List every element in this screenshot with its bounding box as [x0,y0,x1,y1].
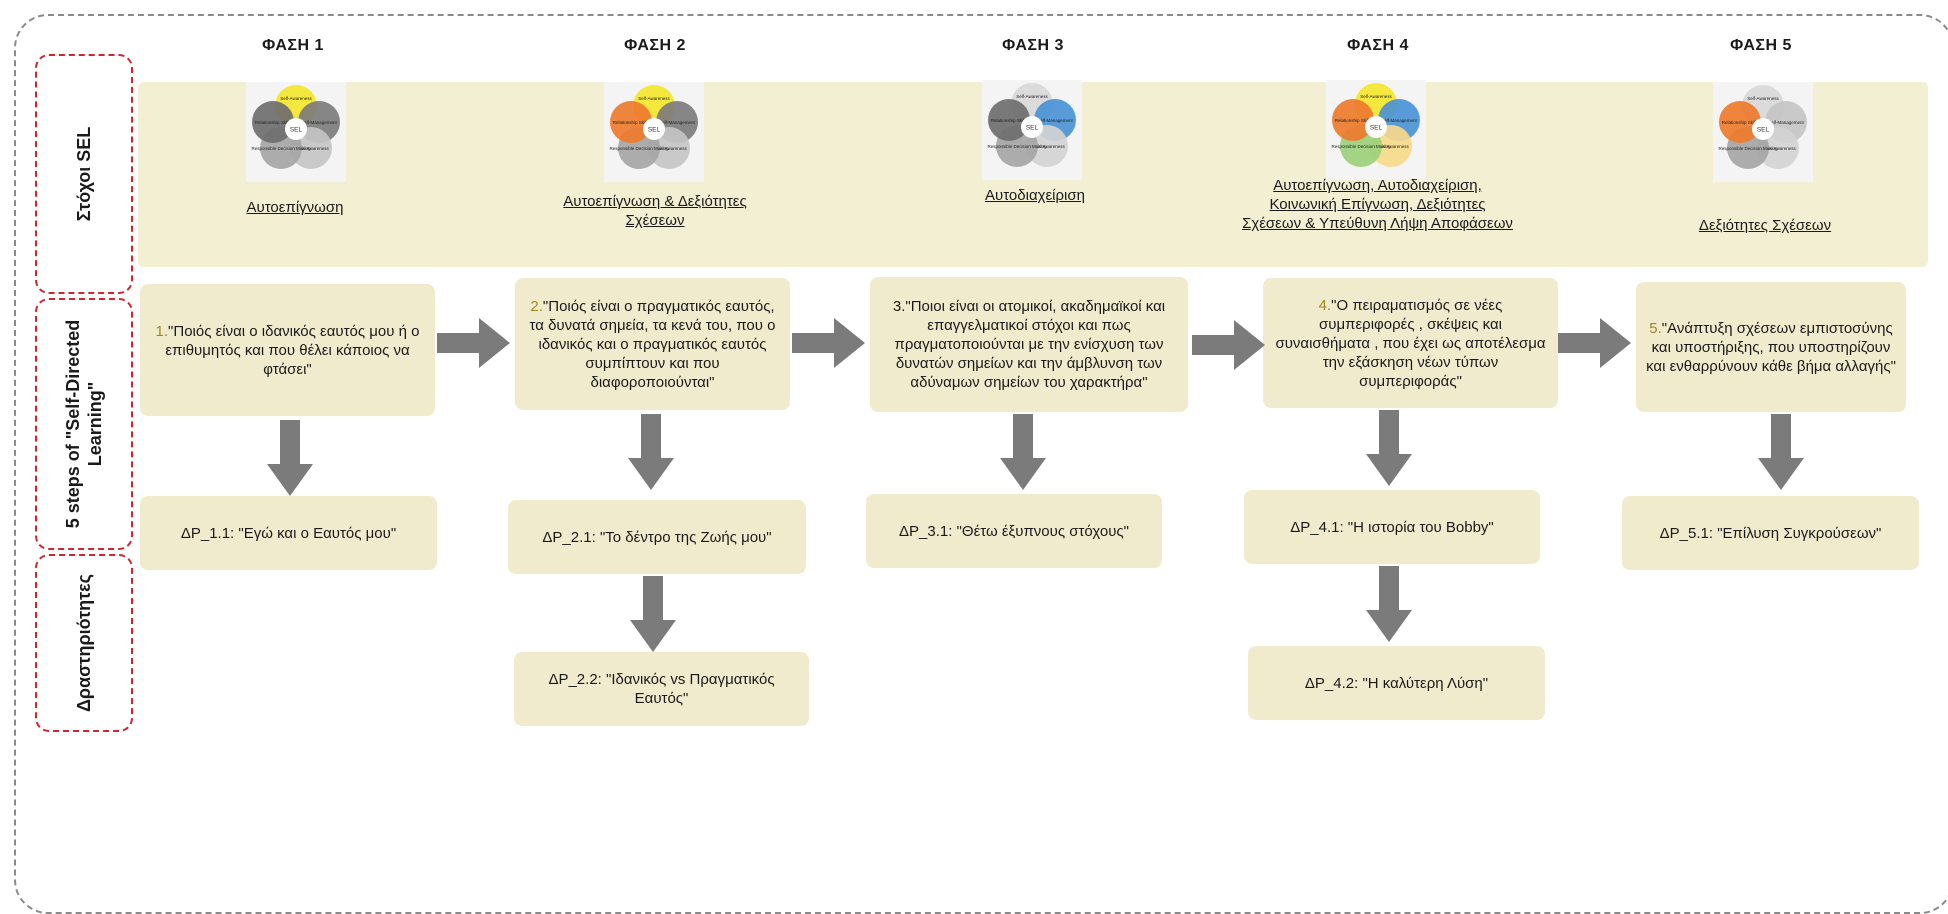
sel-goal-label: Αυτοδιαχείριση [985,187,1085,204]
sel-wheel-segment-label: Self-Management [301,120,337,125]
sdl-step-text: 2."Ποιός είναι ο πραγματικός εαυτός, τα … [523,297,782,392]
phase-title: ΦΑΣΗ 2 [624,37,686,54]
activity-box: ΔΡ_4.1: "Η ιστορία του Bobby" [1244,490,1540,564]
sel-wheel-center [1021,116,1043,138]
down-arrow [1366,566,1412,642]
step-number: 1. [155,322,169,340]
sel-wheel-segment-label: Social Awareness [293,146,329,151]
row-label-sel-text: Στόχοι SEL [74,126,94,222]
sel-wheel-segment-label: Responsible Decision Making [251,146,311,151]
sel-wheel-segment-label: Relationship Skills [991,118,1028,123]
sdl-step-box: 1."Ποιός είναι ο ιδανικός εαυτός μου ή ο… [140,284,435,416]
down-arrow [267,420,313,496]
sel-wheel-segment-label: Self-Management [1768,120,1804,125]
sdl-step-text: 4."Ο πειραματισμός σε νέες συμπεριφορές … [1271,296,1550,391]
sel-goal-label: Αυτοεπίγνωση [246,199,344,216]
sel-wheel-segment-label: Self-Awareness [638,96,670,101]
sdl-step-box: 4."Ο πειραματισμός σε νέες συμπεριφορές … [1263,278,1558,408]
sel-wheel-center [285,118,307,140]
row-label-sdl-steps: 5 steps of "Self-Directed Learning" [35,298,133,550]
sel-wheel-center-label: SEL [1757,127,1770,134]
sel-wheel-segment-label: Self-Management [1381,118,1417,123]
sdl-step-text: 1."Ποιός είναι ο ιδανικός εαυτός μου ή ο… [148,322,427,379]
sel-wheel-segment [1719,101,1761,143]
row-label-activities-text: Δραστηριότητες [74,573,94,713]
step-description: "Ανάπτυξη σχέσεων εμπιστοσύνης και υποστ… [1646,319,1896,375]
phase-title: ΦΑΣΗ 4 [1347,37,1409,54]
sel-wheel-center-label: SEL [290,127,303,134]
sel-goal-label: Αυτοεπίγνωση & Δεξιότητες Σχέσεων [563,193,747,229]
sel-wheel-segment-label: Relationship Skills [1722,120,1759,125]
sel-wheel-segment-label: Relationship Skills [613,120,650,125]
phase-title: ΦΑΣΗ 3 [1002,37,1064,54]
down-arrow [1758,414,1804,490]
sel-wheel-center-label: SEL [1026,125,1039,132]
sel-wheel-segment [1332,99,1374,141]
sel-wheel-segment [988,99,1030,141]
step-description: "Ποιός είναι ο ιδανικός εαυτός μου ή ο ε… [165,322,420,378]
sel-wheel-segment-label: Responsible Decision Making [987,144,1047,149]
activity-box: ΔΡ_2.1: "Το δέντρο της Ζωής μου" [508,500,806,574]
sdl-step-box: 3."Ποιοι είναι οι ατομικοί, ακαδημαϊκοί … [870,277,1188,412]
sdl-step-text: 3."Ποιοι είναι οι ατομικοί, ακαδημαϊκοί … [878,297,1180,392]
sel-wheel-segment-label: Self-Management [659,120,695,125]
down-arrow [1366,410,1412,486]
sdl-step-box: 5."Ανάπτυξη σχέσεων εμπιστοσύνης και υπο… [1636,282,1906,412]
sel-wheel-segment-label: Self-Awareness [280,96,312,101]
step-description: "Ο πειραματισμός σε νέες συμπεριφορές , … [1275,296,1546,390]
step-description: "Ποιός είναι ο πραγματικός εαυτός, τα δυ… [529,297,776,391]
sel-wheel-segment-label: Self-Management [1037,118,1073,123]
phase-title: ΦΑΣΗ 1 [262,37,324,54]
sdl-step-text: 5."Ανάπτυξη σχέσεων εμπιστοσύνης και υπο… [1644,319,1898,376]
sel-wheel-center [1365,116,1387,138]
sel-wheel-center [1752,118,1774,140]
sel-wheel-segment-label: Relationship Skills [255,120,292,125]
step-number: 4. [1318,296,1332,314]
step-number: 3. [892,298,906,315]
sel-wheel-segment [610,101,652,143]
sel-wheel-segment-label: Social Awareness [1029,144,1065,149]
right-arrow [437,318,510,368]
step-number: 2. [530,297,543,315]
sel-wheel-center-label: SEL [648,127,661,134]
sel-wheel-segment-label: Responsible Decision Making [609,146,669,151]
step-description: "Ποιοι είναι οι ατομικοί, ακαδημαϊκοί κα… [894,298,1166,391]
row-label-activities: Δραστηριότητες [35,554,133,732]
sel-wheel-segment [252,101,294,143]
sel-wheel-segment-label: Social Awareness [651,146,687,151]
sel-wheel-segment-label: Responsible Decision Making [1331,144,1391,149]
sel-wheel-segment-label: Social Awareness [1760,146,1796,151]
sel-goal-label: Δεξιότητες Σχέσεων [1698,217,1832,234]
right-arrow [1192,320,1265,370]
sel-wheel-segment-label: Relationship Skills [1335,118,1372,123]
step-number: 5. [1649,319,1662,337]
activity-box: ΔΡ_3.1: "Θέτω έξυπνους στόχους" [866,494,1162,568]
sel-goal-label: Αυτοεπίγνωση, Αυτοδιαχείριση, Κοινωνική … [1242,177,1513,232]
right-arrow [1558,318,1631,368]
sel-wheel-segment-label: Responsible Decision Making [1718,146,1778,151]
sdl-step-box: 2."Ποιός είναι ο πραγματικός εαυτός, τα … [515,278,790,410]
activity-box: ΔΡ_1.1: "Εγώ και ο Εαυτός μου" [140,496,437,570]
phase-title: ΦΑΣΗ 5 [1730,37,1792,54]
sel-wheel-center-label: SEL [1370,125,1383,132]
down-arrow [1000,414,1046,490]
sel-wheel-center [643,118,665,140]
sel-wheel-segment-label: Self-Awareness [1016,94,1048,99]
down-arrow [628,414,674,490]
right-arrow [792,318,865,368]
sel-wheel-segment-label: Self-Awareness [1747,96,1779,101]
row-label-sdl-text: 5 steps of "Self-Directed Learning" [63,319,105,529]
activity-box: ΔΡ_2.2: "Ιδανικός vs Πραγματικός Εαυτός" [514,652,809,726]
sel-wheel-segment-label: Self-Awareness [1360,94,1392,99]
row-label-sel-goals: Στόχοι SEL [35,54,133,294]
sel-wheel-segment-label: Social Awareness [1373,144,1409,149]
down-arrow [630,576,676,652]
activity-box: ΔΡ_4.2: "Η καλύτερη Λύση" [1248,646,1545,720]
activity-box: ΔΡ_5.1: "Επίλυση Συγκρούσεων" [1622,496,1919,570]
